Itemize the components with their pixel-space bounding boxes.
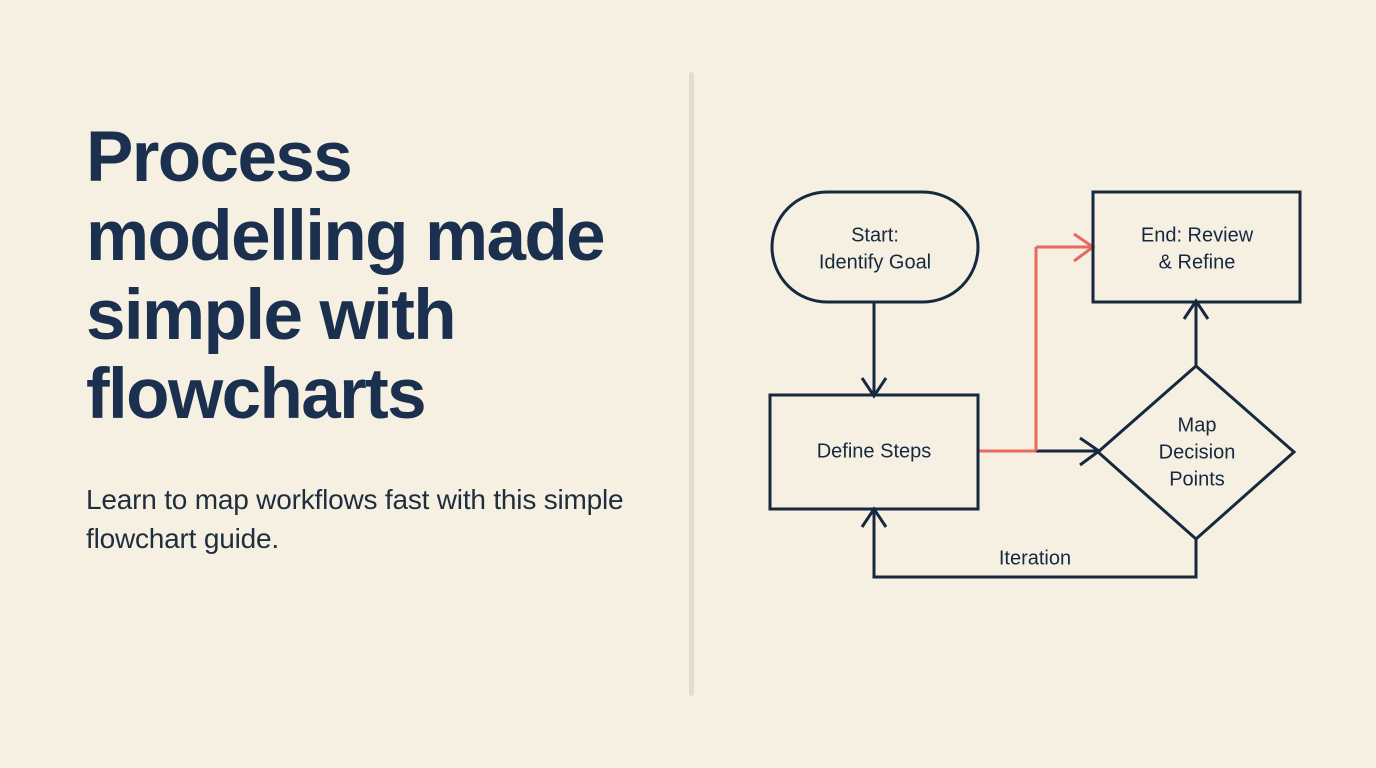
flow-node-define-steps-label: Define Steps <box>817 440 932 462</box>
edge-line-accent <box>978 245 1092 453</box>
page-subtitle: Learn to map workflows fast with this si… <box>86 484 624 554</box>
flowchart-diagram: Iteration Start: Identify Goal End: Revi… <box>740 150 1350 620</box>
flow-node-decision-label-line1: Map <box>1178 414 1217 436</box>
flow-node-end[interactable]: End: Review & Refine <box>1091 190 1302 304</box>
page-title: Process modelling made simple with flowc… <box>86 118 606 434</box>
edge-decision-to-define: Iteration <box>860 506 1198 579</box>
flow-node-decision[interactable]: Map Decision Points <box>1095 364 1297 542</box>
flow-node-start-label-line1: Start: <box>851 224 899 246</box>
edge-label-iteration: Iteration <box>999 547 1071 569</box>
vertical-divider <box>689 72 694 696</box>
flow-node-end-label-line2: & Refine <box>1159 251 1236 273</box>
flow-node-decision-label-line2: Decision <box>1159 441 1236 463</box>
flow-node-define-steps[interactable]: Define Steps <box>768 393 980 511</box>
flow-node-decision-label-line3: Points <box>1169 468 1225 490</box>
headline-block: Process modelling made simple with flowc… <box>86 118 626 558</box>
rectangle-shape <box>768 393 980 511</box>
edge-start-to-define <box>860 302 888 399</box>
edge-define-to-decision <box>1036 436 1102 467</box>
edge-decision-to-end <box>1182 298 1210 367</box>
edge-define-to-end <box>978 232 1096 453</box>
stadium-shape <box>770 190 980 304</box>
diamond-shape <box>1095 364 1297 542</box>
flow-node-end-label-line1: End: Review <box>1141 224 1254 246</box>
flow-node-start-label-line2: Identify Goal <box>819 251 931 273</box>
flow-node-start[interactable]: Start: Identify Goal <box>770 190 980 304</box>
rectangle-shape <box>1091 190 1302 304</box>
edge-line <box>872 510 1198 579</box>
